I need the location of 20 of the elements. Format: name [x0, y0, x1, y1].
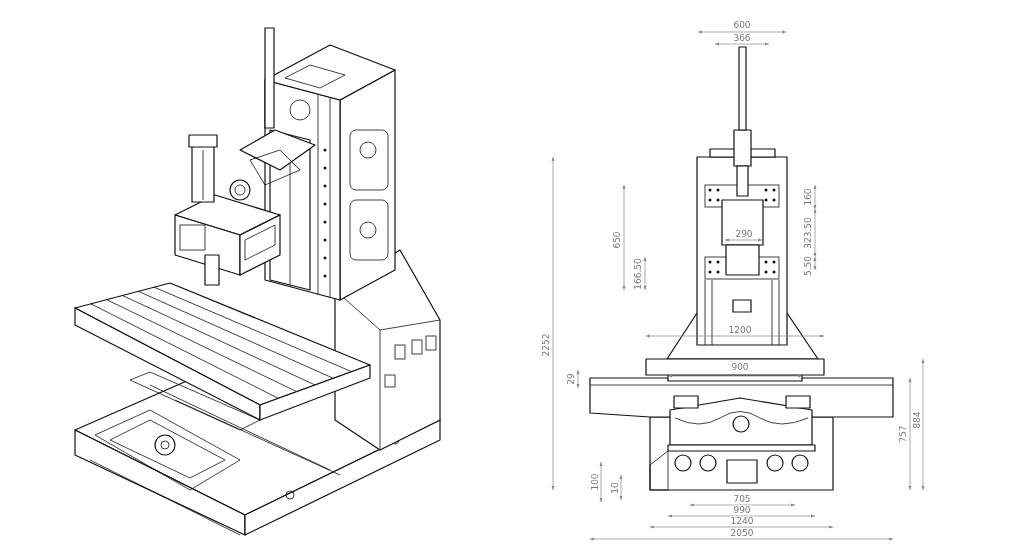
dimension-label: 757	[898, 424, 908, 444]
dimension-label: 900	[730, 362, 750, 372]
dimension-label: 100	[590, 472, 600, 492]
dimension-label: 884	[912, 410, 922, 430]
dimension-label: 166.50	[633, 257, 643, 291]
dimension-label: 1200	[727, 325, 753, 335]
dimension-label: 705	[732, 494, 752, 504]
dimension-label: 290	[734, 229, 754, 239]
dimension-label: 2050	[729, 528, 755, 538]
dimension-label: 990	[732, 505, 752, 515]
dimension-label: 1240	[729, 516, 755, 526]
dimension-label: 160	[803, 187, 813, 207]
dimension-label: 2252	[541, 332, 551, 358]
dimension-label: 366	[732, 33, 752, 43]
dimension-label: 650	[612, 230, 622, 250]
dimension-label: 323.50	[803, 216, 813, 250]
dimension-label: 29	[566, 372, 576, 386]
dimension-label: 5.50	[803, 255, 813, 277]
dimension-label: 10	[610, 481, 620, 495]
dimension-label: 600	[732, 20, 752, 30]
